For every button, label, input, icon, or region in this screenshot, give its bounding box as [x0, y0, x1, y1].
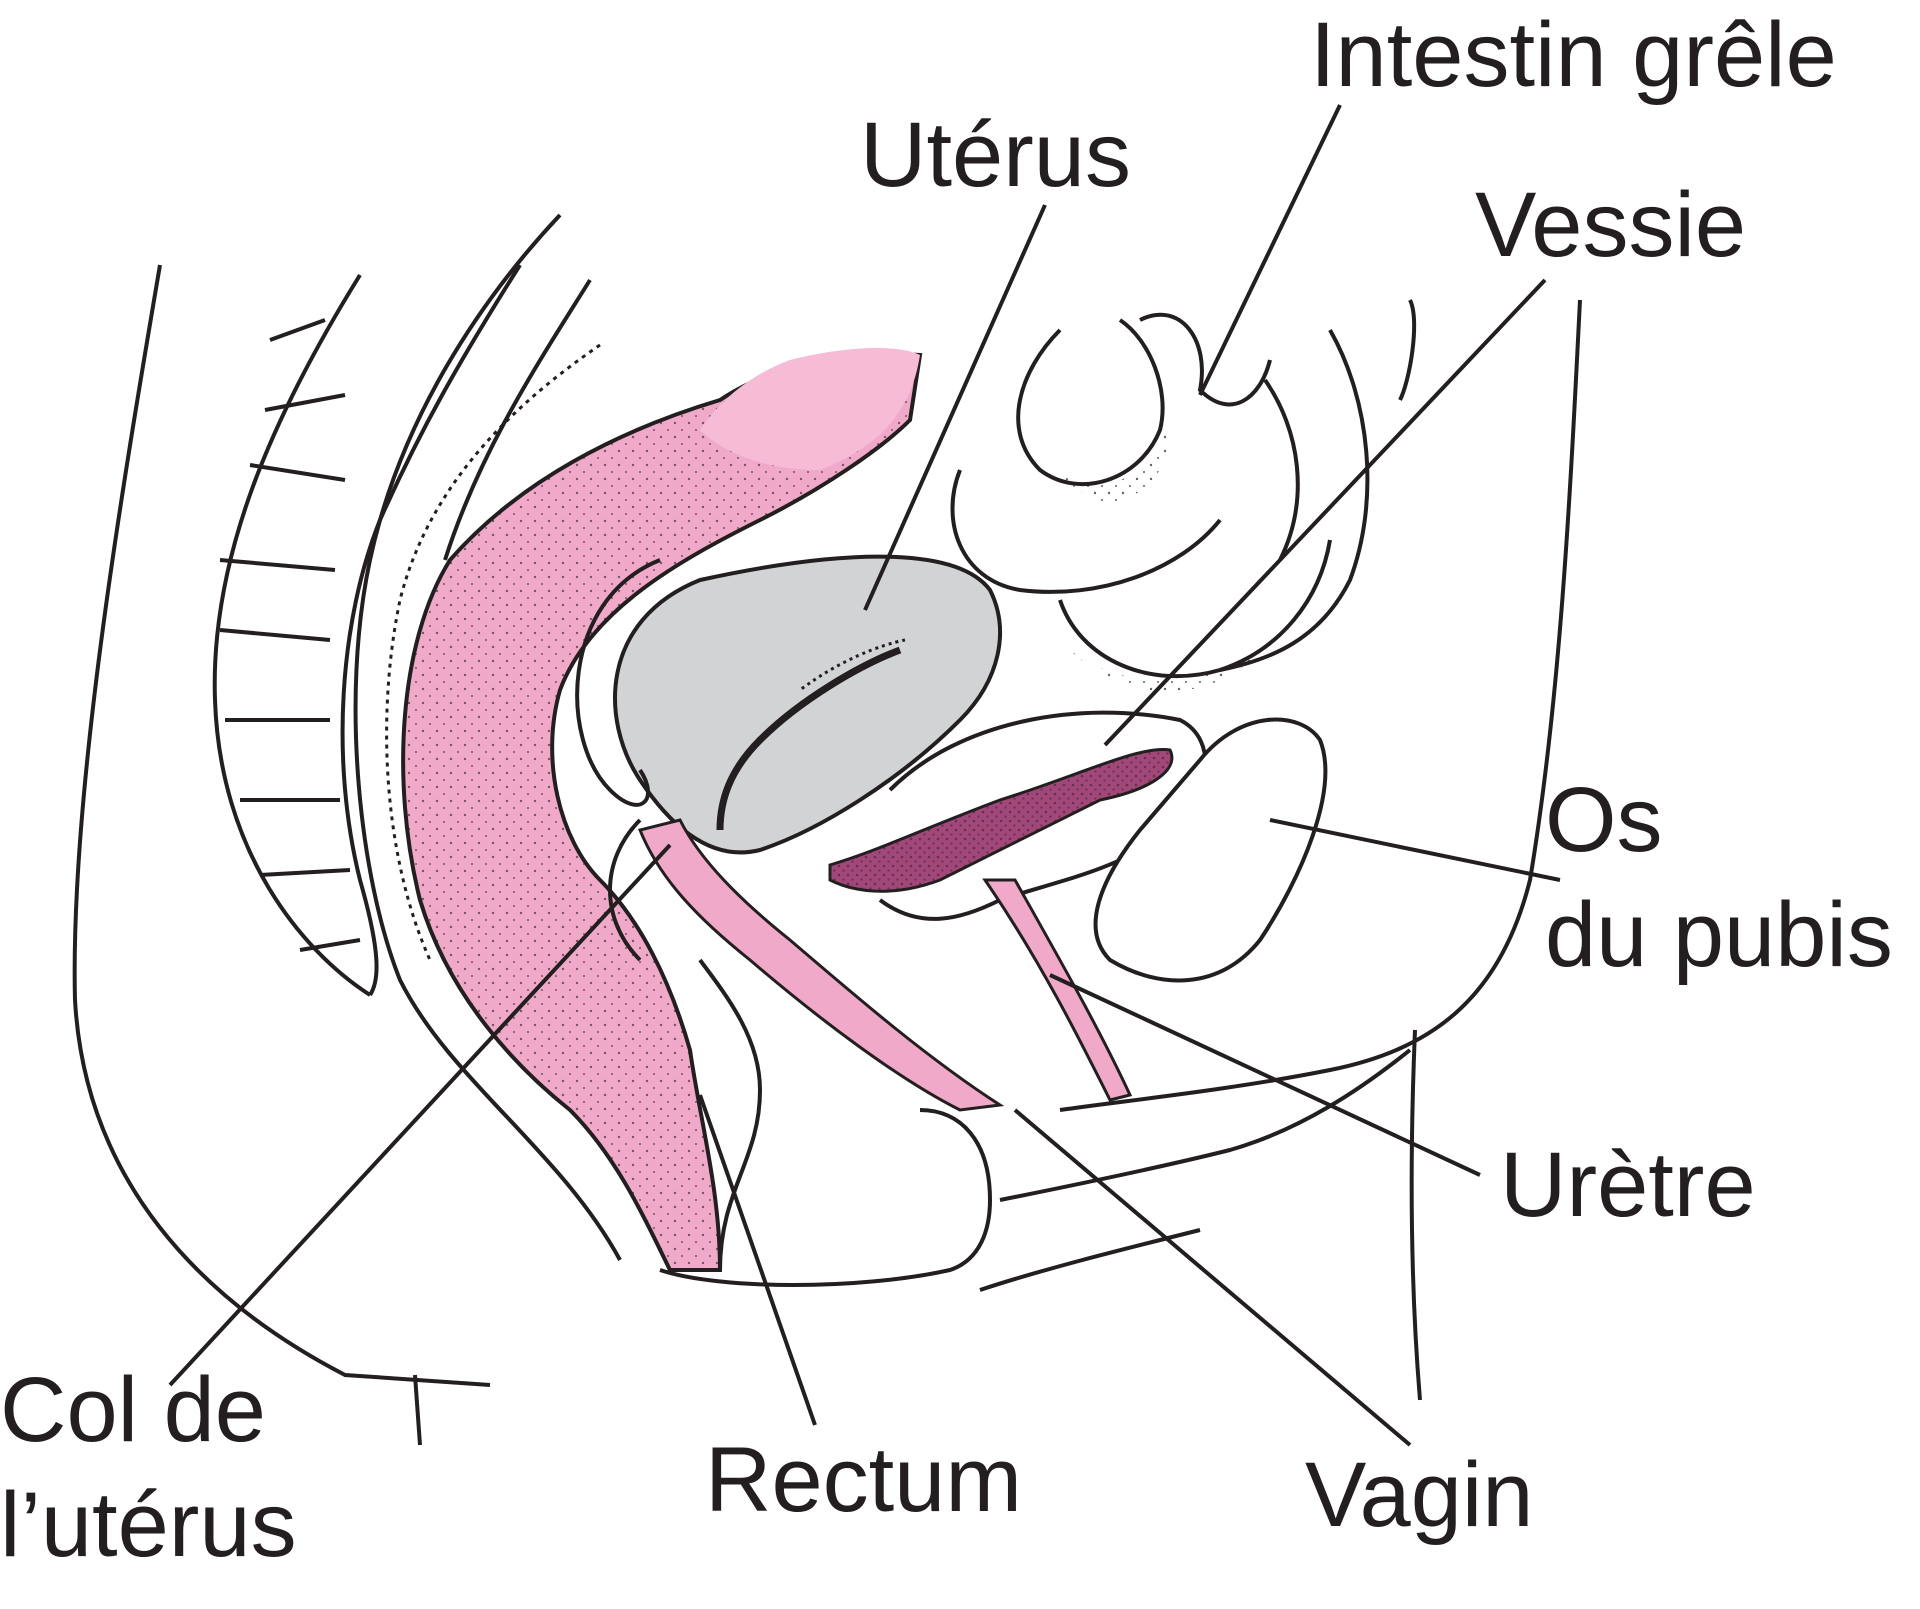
label-col-uterus-line1: Col de [0, 1359, 266, 1461]
leader-vagin [1013, 1108, 1412, 1447]
sacrum-vertebrae [219, 263, 592, 997]
leader-os-pubis [1269, 818, 1561, 882]
intestine-shading [1050, 430, 1260, 692]
pubic-bone [1093, 717, 1328, 983]
leader-col-uterus [168, 843, 672, 1387]
rectum-shape [353, 213, 923, 1272]
label-os-pubis-line2: du pubis [1545, 884, 1893, 986]
label-col-uterus-line2: l’utérus [0, 1474, 297, 1576]
leader-intestin-grele [1198, 104, 1342, 396]
bladder-shape [828, 710, 1208, 921]
label-vessie: Vessie [1475, 174, 1747, 276]
intestine-loops [950, 299, 1417, 679]
label-rectum: Rectum [705, 1429, 1022, 1531]
label-intestin-grele: Intestin grêle [1310, 4, 1837, 106]
label-uretre: Urètre [1500, 1134, 1756, 1236]
label-uterus: Utérus [860, 104, 1131, 206]
leader-uterus [863, 204, 1047, 611]
uterus-shape [575, 554, 1002, 855]
front-body-outline [659, 299, 1582, 1401]
leader-rectum [698, 1094, 817, 1426]
leader-vessie [1103, 278, 1547, 747]
urethra-shape [982, 878, 1133, 1102]
leader-uretre [1049, 973, 1481, 1177]
vagina-shape [608, 818, 1005, 1112]
leader-lines [168, 104, 1561, 1447]
label-os-pubis-line1: Os [1545, 769, 1663, 871]
label-vagin: Vagin [1305, 1444, 1534, 1546]
